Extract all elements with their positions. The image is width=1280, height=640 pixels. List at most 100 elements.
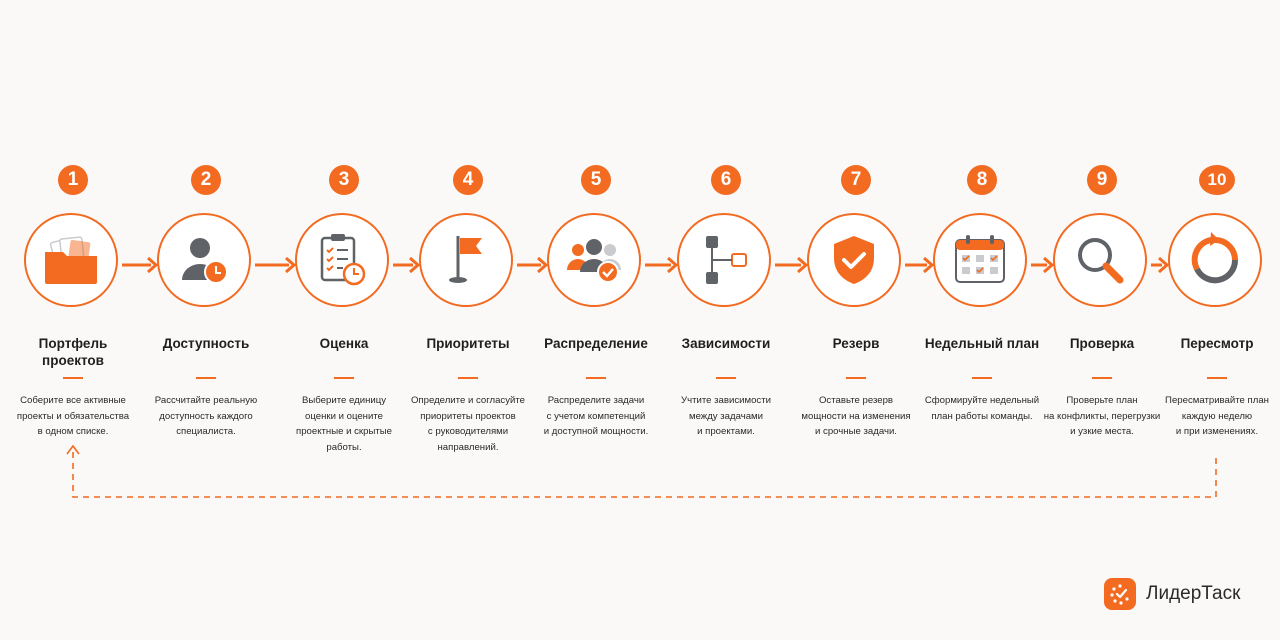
brand-name: ЛидерТаск [1146,583,1241,604]
step-number-badge: 9 [1087,165,1117,195]
step-title-line: Распределение [544,336,648,351]
team-check-icon [567,239,621,283]
step-icon-circle [1053,213,1147,307]
step-title-line: проектов [42,353,104,368]
step-icon-circle [547,213,641,307]
step-number-badge: 3 [329,165,359,195]
step-description: Определите и согласуйте приоритеты проект… [393,393,543,455]
connector-arrowhead [667,256,679,274]
step-description-line: проектные и скрытые [296,426,392,437]
step-description-line: Проверьте план [1066,395,1138,406]
step-description-line: и срочные задачи. [815,426,897,437]
step-title-line: Портфель [38,336,108,351]
feedback-loop-arrowhead [66,444,80,455]
step-divider [846,377,866,379]
step-title: Доступность [131,335,281,352]
step-title: Недельный план [907,335,1057,352]
step-description-line: на конфликты, перегрузки [1043,410,1161,422]
connector-arrowhead [1158,256,1170,274]
step-description: Выберите единицу оценки и оцените проектны… [269,393,419,455]
step-description-line: Выберите единицу [301,395,387,406]
brand-logo-icon [1104,578,1136,610]
step-description-line: с учетом компетенций [546,410,646,422]
step-description-line: и при изменениях. [1175,426,1259,437]
step-title: Портфель проектов [0,335,148,369]
step-divider [1092,377,1112,379]
step-description-line: Распределите задачи [547,395,645,406]
person-clock-icon [182,238,228,284]
step-title: Зависимости [651,335,801,352]
connector-arrowhead [147,256,159,274]
step-description-line: план работы команды. [931,410,1033,422]
step-description-line: оценки и оцените [305,410,383,422]
step-description: Проверьте план на конфликты, перегрузки и … [1027,393,1177,440]
folder-documents-icon [45,236,97,284]
calendar-icon [955,235,1005,283]
step-title: Оценка [269,335,419,352]
step-description-line: специалиста. [176,426,236,437]
step-description-line: Пересматривайте план [1165,395,1269,406]
connector-arrowhead [797,256,809,274]
step-divider [334,377,354,379]
step-description-line: в одном списке. [37,426,109,437]
step-description-line: Оставьте резерв [818,395,894,406]
clipboard-checklist-icon [320,234,366,286]
step-description: Распределите задачи с учетом компетенций и… [521,393,671,440]
step-icon-circle [157,213,251,307]
step-divider [586,377,606,379]
connector-arrowhead [1043,256,1055,274]
step-description-line: приоритеты проектов [420,410,516,422]
step-title-line: Зависимости [681,336,771,351]
step-divider [458,377,478,379]
step-icon-circle [24,213,118,307]
step-description-line: доступность каждого [159,410,253,422]
step-title-line: Недельный план [924,336,1040,351]
step-number-badge: 8 [967,165,997,195]
step-title-line: Проверка [1069,336,1135,351]
step-icon-circle [419,213,513,307]
step-divider [1207,377,1227,379]
dependency-tree-icon [706,236,747,284]
step-description-line: с руководителями [427,426,509,437]
step-description: Сформируйте недельный план работы команды… [907,393,1057,424]
step-description-line: и узкие места. [1070,426,1134,437]
step-divider [196,377,216,379]
magnifier-icon [1078,238,1124,284]
step-divider [972,377,992,379]
step-title-line: Оценка [319,336,369,351]
connector-arrowhead [923,256,935,274]
step-title-line: Пересмотр [1180,336,1254,351]
step-title: Пересмотр [1142,335,1280,352]
step-description-line: Определите и согласуйте [410,395,526,406]
refresh-cycle-icon [1191,232,1239,284]
step-icon-circle [807,213,901,307]
step-icon-circle [933,213,1027,307]
step-description-line: и доступной мощности. [543,426,649,437]
connector-arrowhead [285,256,297,274]
step-description-line: Соберите все активные [20,395,126,406]
step-number-badge: 5 [581,165,611,195]
step-number-badge: 2 [191,165,221,195]
step-divider [63,377,83,379]
step-icon-circle [677,213,771,307]
step-icon-circle [1168,213,1262,307]
step-divider [716,377,736,379]
step-title: Распределение [521,335,671,352]
brand-logo: ЛидерТаск [1104,578,1240,610]
step-title: Приоритеты [393,335,543,352]
step-description-line: Сформируйте недельный [924,395,1040,406]
step-title: Проверка [1027,335,1177,352]
feedback-loop-dashed-arrow [72,448,1217,498]
step-title-line: Доступность [162,336,250,351]
flag-icon [449,236,482,283]
step-description-line: проекты и обязательства [16,410,130,422]
step-description-line: Учтите зависимости [681,395,771,406]
step-number-badge: 4 [453,165,483,195]
step-title-line: Резерв [832,336,880,351]
step-number-badge: 10 [1199,165,1235,195]
